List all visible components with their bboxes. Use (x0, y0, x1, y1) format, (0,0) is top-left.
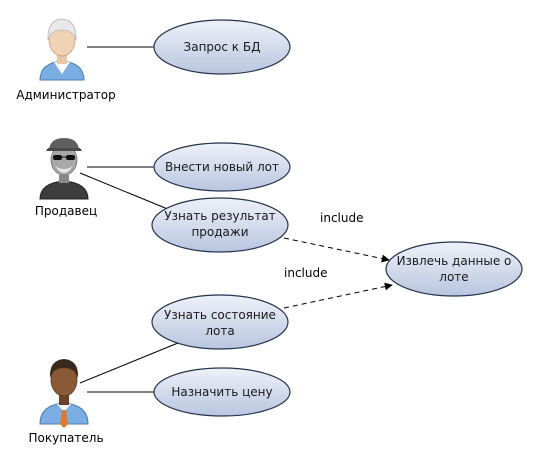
association-buyer-lot-state (79, 342, 179, 384)
use-case-extract-lot-data[interactable]: Извлечь данные о лоте (385, 241, 523, 297)
use-case-label: Запрос к БД (184, 40, 261, 54)
actor-label: Администратор (16, 88, 116, 102)
use-case-ellipse[interactable] (153, 19, 291, 75)
actor-seller[interactable]: Продавец (35, 138, 97, 218)
include-arrow-lot-state (283, 282, 393, 309)
use-case-db-query[interactable]: Запрос к БД (153, 19, 291, 75)
use-case-label-line-2: лоте (439, 270, 468, 284)
use-case-set-price[interactable]: Назначить цену (153, 367, 291, 417)
include-arrow-sale-result (283, 237, 390, 263)
use-case-label-line-1: Извлечь данные о (397, 254, 512, 268)
include-label-2: include (284, 266, 327, 280)
use-case-ellipse[interactable] (153, 367, 291, 417)
use-case-sale-result[interactable]: Узнать результат продажи (151, 197, 289, 253)
buyer-actor-icon (39, 359, 89, 428)
actor-admin[interactable]: Администратор (16, 18, 116, 102)
actor-buyer[interactable]: Покупатель (28, 359, 104, 445)
use-case-label-line-2: лота (205, 324, 234, 338)
dependencies: include include (283, 211, 393, 309)
use-case-ellipse[interactable] (151, 197, 289, 253)
include-label-1: include (320, 211, 363, 225)
seller-actor-icon (39, 138, 89, 200)
use-case-ellipse[interactable] (153, 142, 291, 192)
use-case-label: Назначить цену (171, 385, 272, 399)
use-case-label-line-1: Узнать состояние (164, 308, 276, 322)
use-case-label-line-2: продажи (191, 225, 248, 239)
use-case-label: Внести новый лот (165, 160, 279, 174)
use-case-new-lot[interactable]: Внести новый лот (153, 142, 291, 192)
actor-label: Продавец (35, 204, 97, 218)
use-case-label-line-1: Узнать результат (164, 209, 275, 223)
admin-actor-icon (39, 18, 85, 81)
associations (79, 46, 179, 393)
association-seller-sale-result (79, 172, 171, 211)
use-case-lot-state[interactable]: Узнать состояние лота (151, 294, 289, 350)
use-case-ellipse[interactable] (151, 294, 289, 350)
actor-label: Покупатель (28, 431, 103, 445)
use-case-ellipse[interactable] (385, 241, 523, 297)
